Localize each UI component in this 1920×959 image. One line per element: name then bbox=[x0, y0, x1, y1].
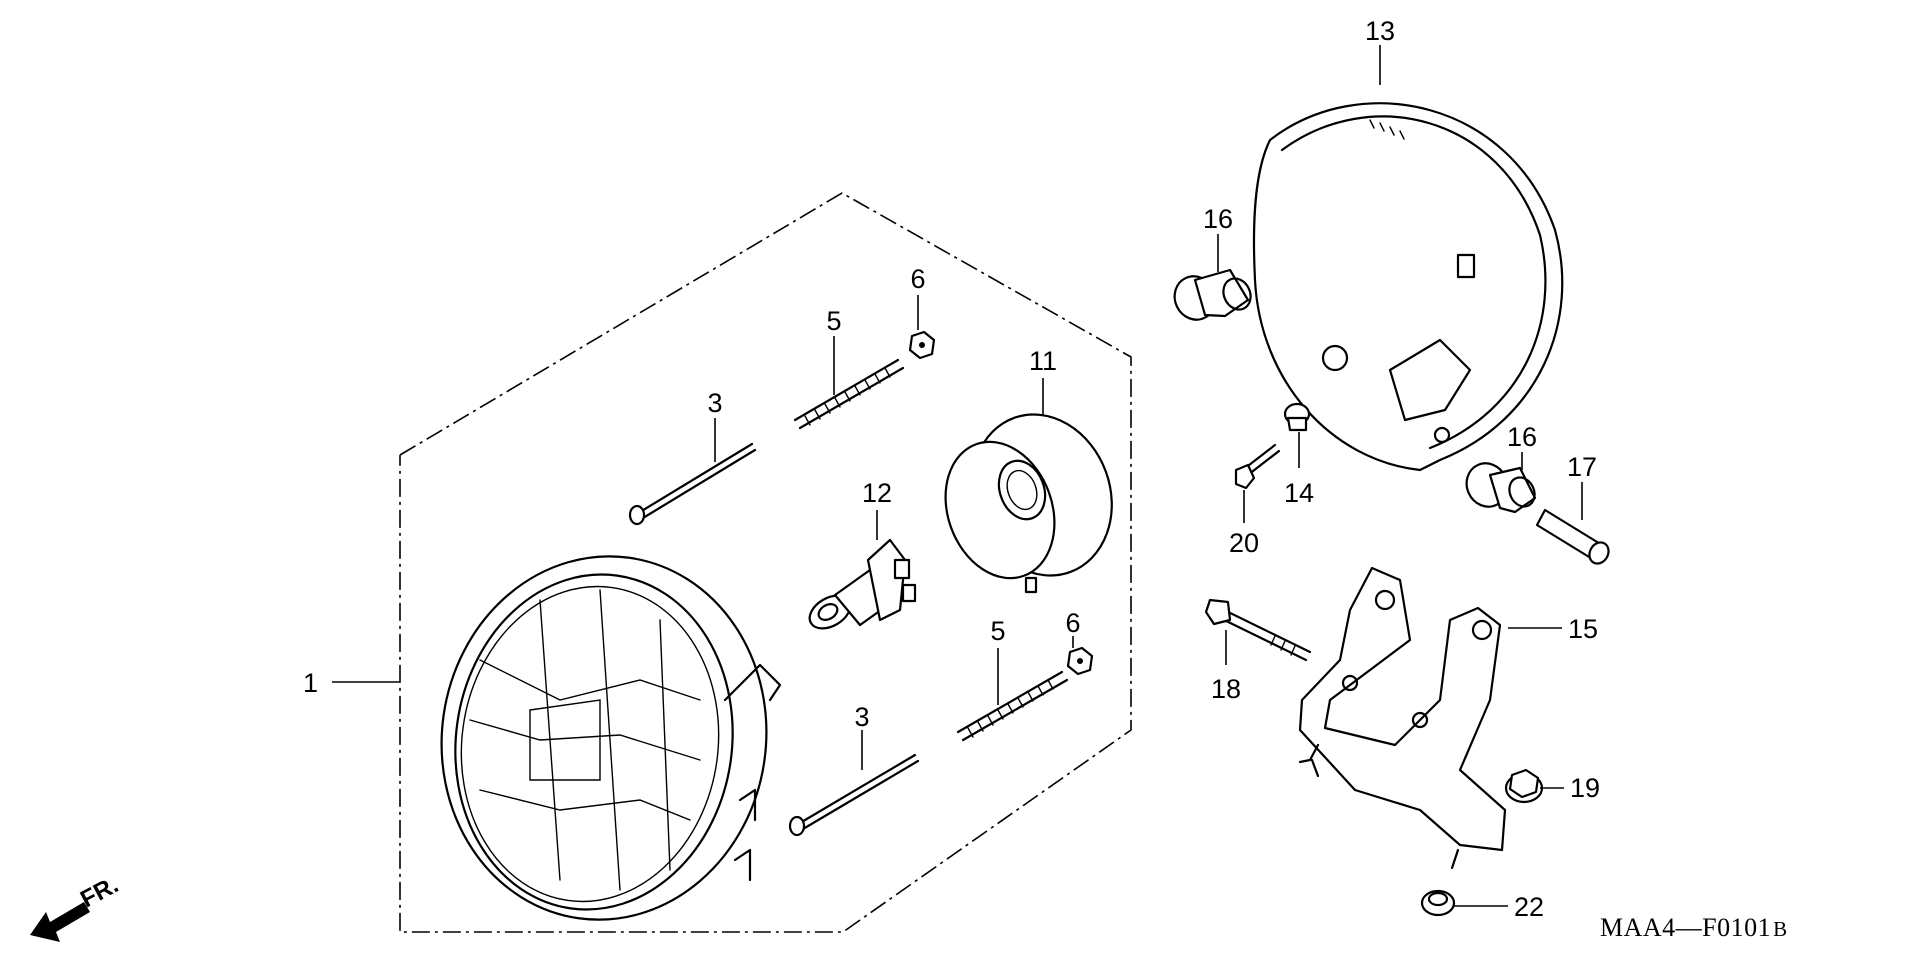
part-label-12: 12 bbox=[862, 478, 892, 508]
part-label-20: 20 bbox=[1229, 528, 1259, 558]
front-direction-arrow: FR. bbox=[30, 871, 123, 942]
screw[interactable] bbox=[1234, 443, 1281, 490]
part-label-14: 14 bbox=[1284, 478, 1314, 508]
nut-upper[interactable] bbox=[908, 330, 936, 360]
collar-pipe[interactable] bbox=[1535, 508, 1612, 567]
cap-nut[interactable] bbox=[1420, 889, 1456, 917]
spring-upper[interactable] bbox=[793, 358, 905, 430]
nut-lower[interactable] bbox=[1066, 646, 1094, 676]
part-label-13: 13 bbox=[1365, 16, 1395, 46]
part-label-11: 11 bbox=[1029, 346, 1057, 376]
adjust-screw-lower[interactable] bbox=[788, 753, 920, 837]
part-label-6-lower: 6 bbox=[1065, 608, 1080, 638]
part-label-22: 22 bbox=[1514, 892, 1544, 922]
assembly-boundary bbox=[399, 192, 1132, 933]
collar-lower[interactable] bbox=[1460, 457, 1540, 514]
adjust-screw-upper[interactable] bbox=[628, 442, 757, 526]
part-label-3-upper: 3 bbox=[707, 388, 722, 418]
stud-bolt[interactable] bbox=[1204, 598, 1312, 662]
headlight-case[interactable] bbox=[1252, 102, 1564, 472]
diagram-code-suffix: B bbox=[1773, 917, 1788, 941]
part-label-17: 17 bbox=[1567, 452, 1597, 482]
part-label-16-upper: 16 bbox=[1203, 204, 1233, 234]
spring-lower[interactable] bbox=[956, 670, 1069, 742]
diagram-code-main: MAA4—F0101 bbox=[1600, 913, 1771, 942]
part-label-6-upper: 6 bbox=[910, 264, 925, 294]
headlight-unit[interactable] bbox=[418, 535, 790, 941]
part-label-18: 18 bbox=[1211, 674, 1241, 704]
part-label-16-lower: 16 bbox=[1507, 422, 1537, 452]
bolt[interactable] bbox=[1283, 402, 1311, 432]
collar-upper[interactable] bbox=[1168, 268, 1256, 327]
part-label-1: 1 bbox=[303, 668, 318, 698]
part-label-3-lower: 3 bbox=[854, 702, 869, 732]
bulb-cover[interactable] bbox=[927, 395, 1134, 596]
headlight-stay[interactable] bbox=[1298, 566, 1507, 870]
part-label-15: 15 bbox=[1568, 614, 1598, 644]
bulb[interactable] bbox=[804, 538, 917, 635]
flange-nut[interactable] bbox=[1504, 768, 1544, 804]
part-label-5-upper: 5 bbox=[826, 306, 841, 336]
diagram-code: MAA4—F0101B bbox=[1600, 913, 1788, 942]
part-label-19: 19 bbox=[1570, 773, 1600, 803]
part-label-5-lower: 5 bbox=[990, 616, 1005, 646]
